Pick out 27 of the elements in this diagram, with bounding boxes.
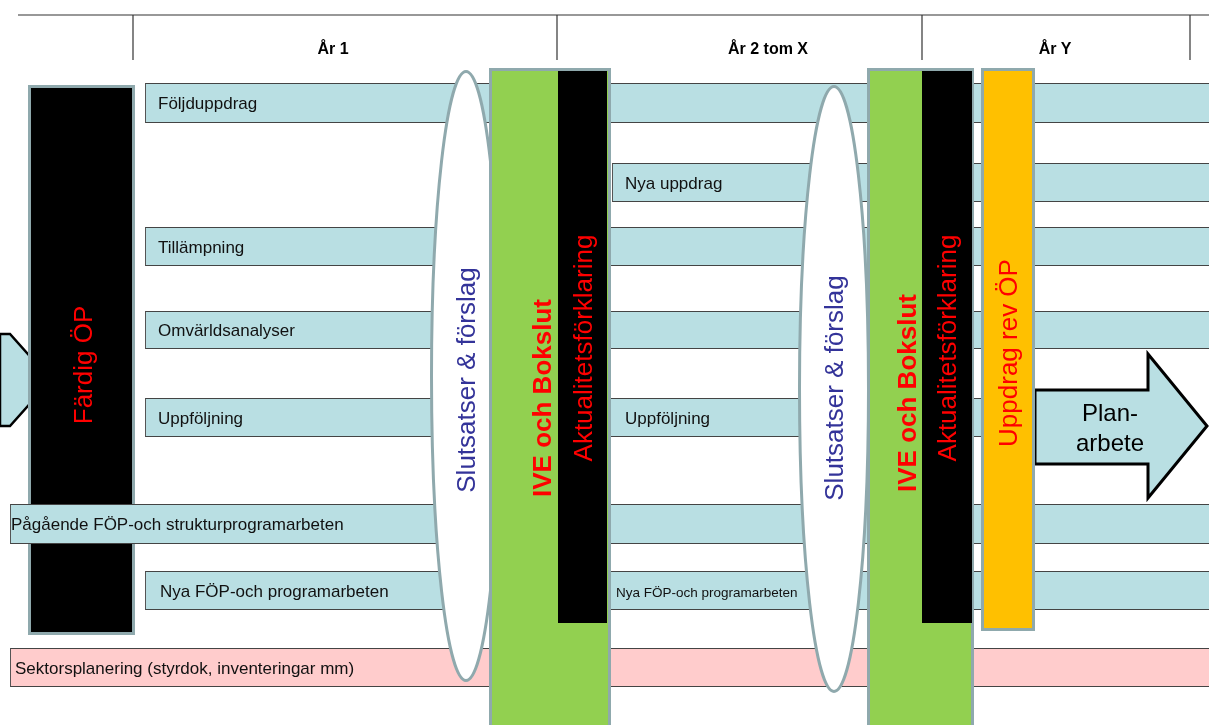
- vertical-label: Slutsatser & förslag: [818, 275, 850, 501]
- band-label: Uppföljning: [625, 409, 711, 429]
- phase-bar: [922, 71, 972, 623]
- phase-bar: [489, 68, 611, 725]
- vertical-label: Slutsatser & förslag: [450, 267, 482, 493]
- vertical-label: IVE och Bokslut: [891, 294, 923, 492]
- vertical-label: Aktualitetsförklaring: [567, 234, 599, 462]
- arrow-label: Plan- arbete: [1074, 398, 1146, 458]
- vertical-label: Färdig ÖP: [67, 305, 99, 425]
- band-label: Följduppdrag: [158, 94, 258, 114]
- phase-bar: [558, 71, 607, 623]
- year-heading: År Y: [1038, 40, 1072, 58]
- band-label: Sektorsplanering (styrdok, inventeringar mm): [15, 659, 355, 679]
- year-heading: År 1: [317, 40, 349, 58]
- vertical-label: Aktualitetsförklaring: [931, 234, 963, 462]
- phase-bar: [867, 68, 974, 725]
- phase-bar: [981, 68, 1035, 631]
- band-label: Pågående FÖP-och strukturprogramarbeten: [11, 515, 344, 535]
- band-label: Omvärldsanalyser: [158, 321, 295, 341]
- band-label: Uppföljning: [158, 409, 244, 429]
- band-label: Nya FÖP-och programarbeten: [616, 584, 798, 600]
- year-heading: År 2 tom X: [728, 40, 808, 58]
- band-label: Tillämpning: [158, 238, 245, 258]
- band-label: Nya uppdrag: [625, 174, 723, 194]
- vertical-label: IVE och Bokslut: [526, 299, 558, 497]
- vertical-label: Uppdrag rev ÖP: [992, 259, 1024, 447]
- band-label: Nya FÖP-och programarbeten: [160, 582, 389, 602]
